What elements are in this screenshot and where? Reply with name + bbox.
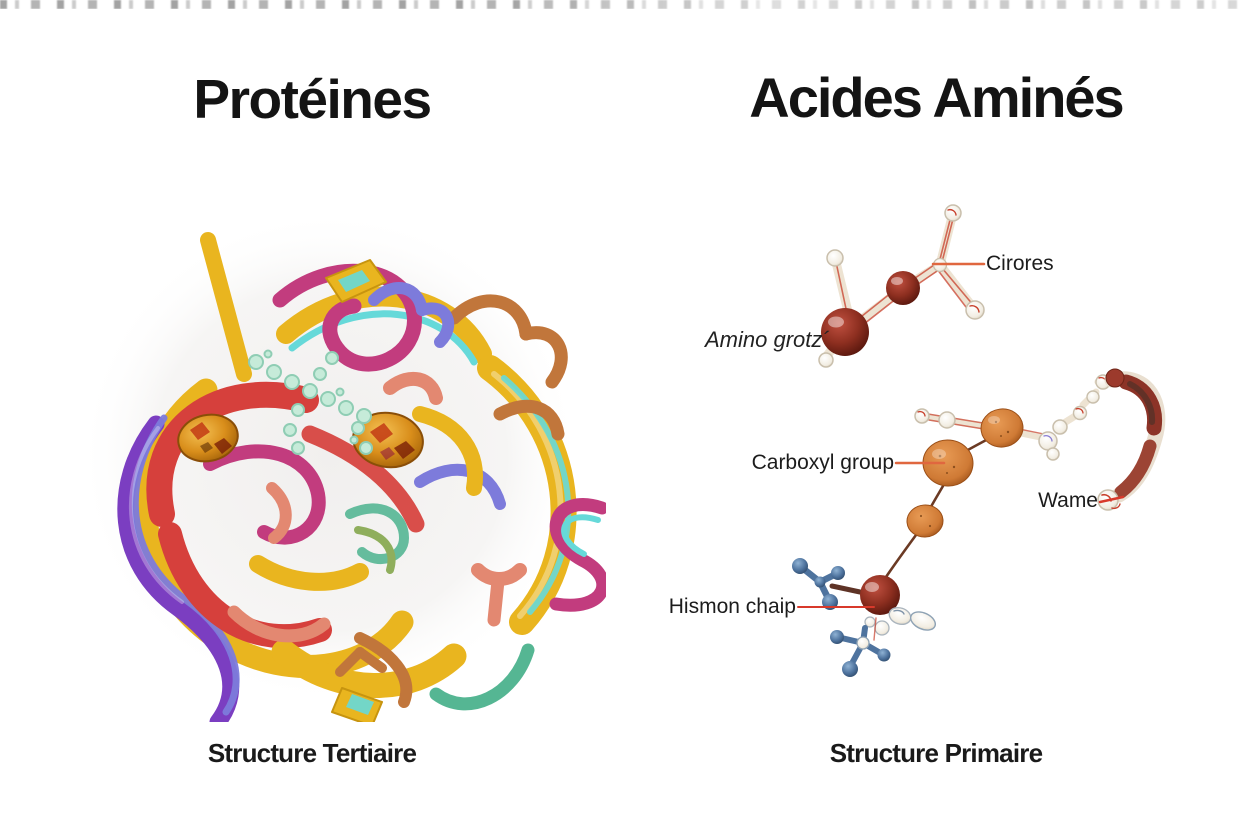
leader-lines [797, 262, 1125, 608]
orange-residues [906, 408, 1024, 538]
right-panel-title: Acides Aminés [749, 66, 1124, 129]
amino-sphere [821, 308, 869, 356]
label-amino-group: Amino grotz´ [705, 327, 830, 352]
side-chain-molecule [792, 558, 937, 677]
tertiary-structure-caption: Structure Tertiaire [207, 738, 417, 768]
amber-blob-left [177, 413, 239, 463]
residue-chain [882, 368, 1166, 582]
amino-acid-molecule [818, 204, 985, 368]
top-edge-artifact-strip [0, 0, 1248, 9]
amino-acid-illustration [792, 204, 1166, 677]
label-side-chain: Hismon chaip [668, 595, 796, 618]
leader-line-name [1098, 495, 1125, 504]
residue-sphere [860, 575, 900, 615]
label-carbon: Cirores [986, 252, 1054, 275]
amber-blob-right [352, 411, 424, 469]
primary-structure-caption: Structure Primaire [829, 738, 1043, 768]
mint-bead-cluster [248, 349, 373, 455]
protein-ribbon-tangle [78, 209, 606, 722]
protein-tertiary-illustration [78, 209, 606, 722]
carbon-sphere [886, 271, 920, 305]
gold-box-top [325, 259, 387, 303]
label-carboxyl-group: Carboxyl group [751, 451, 894, 474]
terminal-arm [1097, 368, 1166, 511]
label-name: Wame [1038, 489, 1098, 512]
left-panel-title: Protéines [193, 68, 432, 130]
gold-box-bottom [331, 687, 383, 722]
